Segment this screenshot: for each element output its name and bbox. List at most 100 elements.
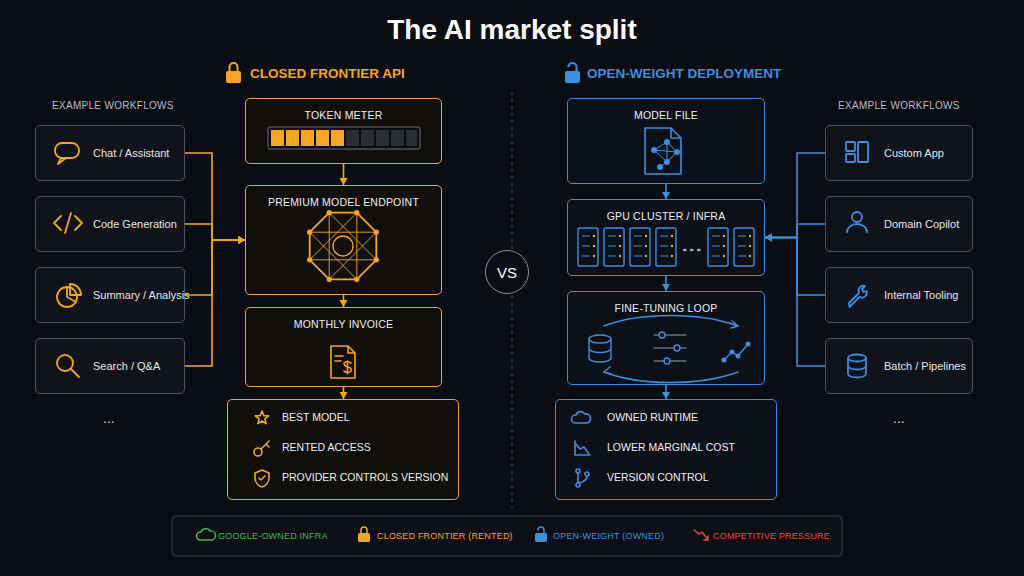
connector-arrow	[765, 224, 825, 242]
connector-line	[185, 224, 245, 240]
node-text: MONTHLY INVOICE	[246, 318, 441, 330]
node-text: TOKEN METER	[246, 109, 441, 121]
ellipsis-label: ...	[893, 410, 905, 426]
workflow-icon	[70, 284, 81, 295]
invoice-icon	[331, 346, 355, 378]
legend-icon	[535, 533, 547, 542]
token-meter-bar	[271, 130, 284, 146]
versus-circle: VS	[485, 250, 529, 294]
workflow-icon	[71, 369, 79, 377]
model-file-icon	[665, 140, 669, 144]
legend-frame	[172, 516, 842, 556]
connector-arrow	[765, 153, 825, 242]
unlock-icon	[569, 63, 577, 71]
attribute-icon	[575, 441, 590, 455]
divider-line	[512, 92, 513, 508]
invoice-icon	[331, 346, 355, 378]
token-meter-bar	[316, 130, 329, 146]
model-file-icon	[652, 148, 656, 152]
attribute-icon	[259, 476, 265, 480]
connector-arrow	[662, 276, 670, 291]
model-graph-icon	[355, 277, 359, 281]
attribute-icon	[254, 411, 269, 487]
server-rack-icon	[684, 249, 700, 252]
arrow-head	[340, 392, 348, 399]
process-box: MODEL FILE	[567, 98, 765, 184]
server-rack-icon	[734, 228, 754, 266]
model-graph-icon	[327, 277, 331, 281]
arrow-head	[765, 234, 772, 242]
workflow-icon	[54, 143, 82, 377]
connector-line	[343, 295, 345, 307]
server-rack-icon	[604, 228, 624, 266]
workflow-icon	[849, 286, 867, 307]
attribute-box: BEST MODELRENTED ACCESSPROVIDER CONTROLS…	[227, 399, 459, 500]
node-text: MODEL FILE	[568, 109, 764, 121]
workflow-icon	[848, 358, 866, 378]
fine-tuning-icon	[731, 321, 738, 328]
model-file-icon	[654, 142, 677, 167]
token-meter-bar	[286, 130, 299, 146]
node-text: Chat / Assistant	[93, 147, 169, 159]
model-graph-icon	[374, 258, 378, 262]
legend-icon	[196, 527, 708, 542]
model-file-icon	[645, 128, 681, 174]
section-header: OPEN-WEIGHT DEPLOYMENT	[587, 66, 781, 81]
attribute-icon	[261, 441, 269, 449]
arrow-head	[765, 234, 772, 242]
model-graph-icon	[310, 213, 377, 280]
attribute-icon	[576, 483, 580, 487]
workflow-box: Batch / Pipelines	[825, 338, 973, 394]
connector-arrow	[185, 153, 245, 244]
model-graph-icon	[310, 213, 377, 280]
fine-tuning-icon	[589, 335, 611, 343]
workflow-icon	[846, 154, 855, 162]
attribute-box: OWNED RUNTIMELOWER MARGINAL COSTVERSION …	[555, 399, 777, 500]
arrow-head	[662, 284, 670, 291]
arrow-head	[662, 192, 670, 199]
attribute-icon	[255, 470, 269, 487]
arrow-head	[340, 300, 348, 307]
process-box: TOKEN METER	[245, 98, 442, 164]
workflow-icon	[58, 158, 66, 164]
node-text: VS	[497, 264, 517, 281]
node-text: BEST MODEL	[282, 402, 454, 432]
token-meter-bar	[376, 130, 389, 146]
connector-arrow	[765, 234, 825, 296]
arrow-head	[238, 236, 245, 244]
model-file-icon	[675, 150, 679, 154]
lock-icon	[226, 71, 241, 83]
invoice-icon	[335, 356, 343, 361]
token-meter-bar	[268, 127, 420, 149]
workflow-icon	[852, 212, 862, 222]
connector-line	[185, 240, 245, 295]
node-text: GPU CLUSTER / INFRA	[568, 210, 764, 222]
connector-line	[665, 385, 667, 399]
attribute-icon	[571, 412, 590, 423]
connector-arrow	[185, 236, 245, 295]
divider-line	[512, 92, 513, 249]
server-rack-icon	[630, 228, 650, 266]
invoice-icon	[344, 361, 351, 374]
diagram-title: The AI market split	[0, 14, 1024, 46]
connector-line	[665, 184, 667, 199]
fine-tuning-icon	[604, 367, 611, 374]
legend-icon	[361, 527, 367, 533]
token-meter-bar	[406, 130, 417, 146]
attribute-icon	[576, 469, 580, 473]
server-rack-icon	[578, 228, 754, 266]
model-graph-icon	[333, 236, 353, 256]
workflow-icon	[55, 143, 79, 158]
attribute-icon	[578, 473, 587, 483]
node-text: Search / Q&A	[93, 360, 160, 372]
token-meter-bar	[301, 130, 314, 146]
attribute-icon	[585, 472, 589, 476]
divider-line	[512, 296, 513, 508]
legend-frame	[172, 516, 842, 556]
workflow-icon	[846, 142, 868, 378]
lock-icon	[230, 63, 238, 71]
connector-arrow	[185, 236, 245, 366]
fine-tuning-icon	[654, 335, 686, 361]
workflow-icon	[54, 213, 82, 233]
connector-line	[343, 164, 345, 185]
